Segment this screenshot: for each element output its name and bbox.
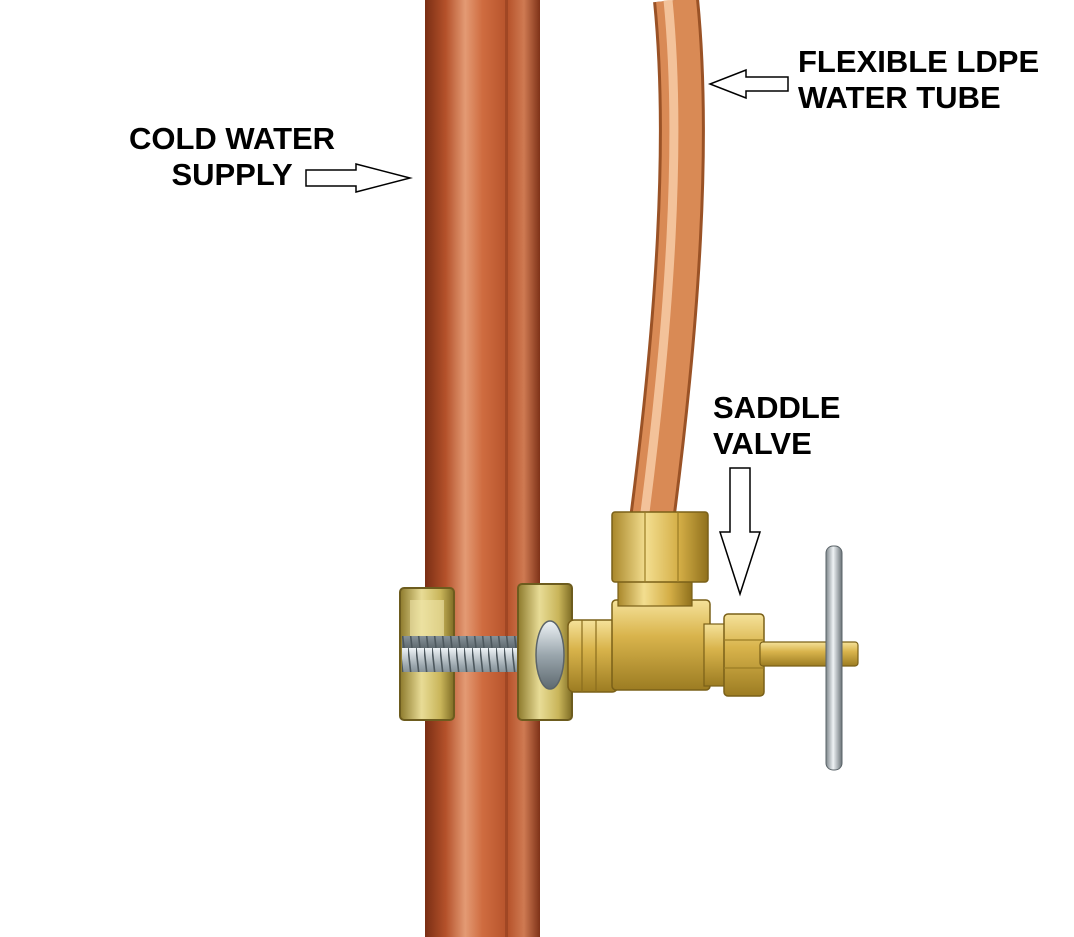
arrow-left-icon (707, 68, 789, 100)
copper-supply-pipe (425, 0, 540, 937)
cold-water-supply-label-line1: COLD WATER (129, 121, 336, 156)
flexible-tube-label-line2: WATER TUBE (798, 80, 1001, 115)
flexible-tube-label: FLEXIBLE LDPE WATER TUBE (798, 44, 1039, 116)
saddle-valve-body (567, 511, 859, 697)
clamp-front-plate (517, 583, 573, 721)
arrow-right-icon (305, 163, 413, 193)
flexible-water-tube (629, 0, 705, 523)
saddle-valve-label: SADDLE VALVE (713, 390, 840, 462)
valve-t-handle (825, 545, 843, 771)
saddle-valve-label-line1: SADDLE (713, 390, 841, 425)
arrow-down-icon (718, 467, 762, 597)
cold-water-supply-label: COLD WATER SUPPLY (129, 121, 335, 193)
saddle-valve-label-line2: VALVE (713, 426, 812, 461)
cold-water-supply-label-line2: SUPPLY (171, 157, 293, 192)
flexible-tube-label-line1: FLEXIBLE LDPE (798, 44, 1040, 79)
clamp-threaded-bolt (402, 636, 528, 672)
